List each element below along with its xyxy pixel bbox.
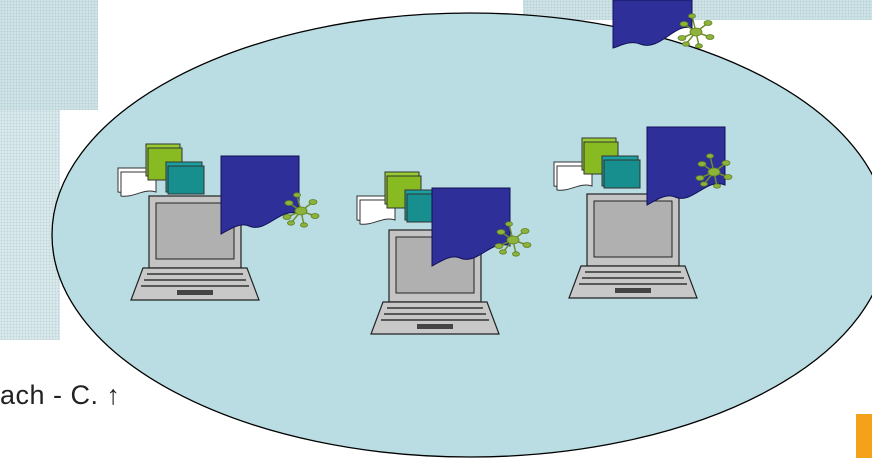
accent-tab [856,414,872,458]
footer-text: ach - C. ↑ [0,380,121,410]
background-panel-left [0,110,60,340]
background-panel-top-right [523,0,872,20]
background-panel-top-left [0,0,98,110]
laptop-icon [568,193,698,299]
top-document-icon [612,0,715,49]
